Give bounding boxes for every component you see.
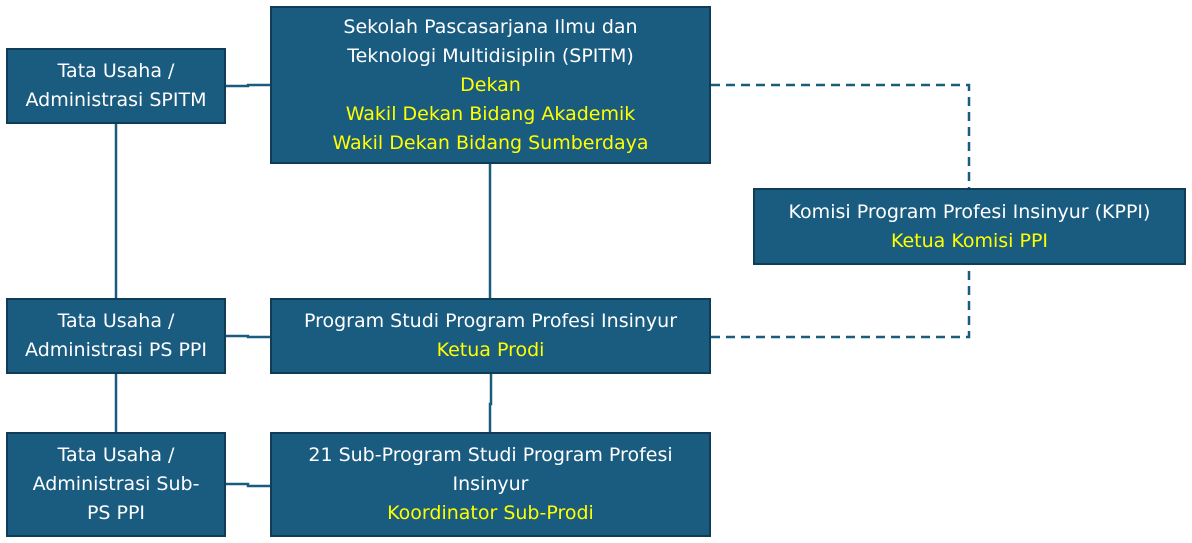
node-tu-spitm-title-1: Tata Usaha /	[57, 60, 175, 82]
node-ps-title-1: Program Studi Program Profesi Insinyur	[303, 310, 678, 332]
edge-tu-ps-to-ps	[226, 334, 270, 339]
node-ps-role-ketua-prodi: Ketua Prodi	[436, 339, 545, 361]
node-tu-spitm: Tata Usaha / Administrasi SPITM	[6, 48, 226, 124]
edge-spitm-to-kppi-dashed	[711, 83, 971, 188]
node-spitm-role-dekan: Dekan	[460, 73, 521, 96]
node-tu-sub-title-2: Administrasi Sub-	[32, 473, 200, 495]
node-spitm-role-wakil-sumberdaya: Wakil Dekan Bidang Sumberdaya	[332, 131, 649, 154]
edge-tu-spitm-to-spitm	[226, 83, 270, 88]
node-spitm-role-wakil-akademik: Wakil Dekan Bidang Akademik	[345, 102, 636, 125]
node-sub-title-2: Insinyur	[452, 473, 529, 495]
node-spitm-title-2: Teknologi Multidisiplin (SPITM)	[347, 44, 634, 67]
node-kppi-title-1: Komisi Program Profesi Insinyur (KPPI)	[788, 200, 1151, 223]
node-tu-sub-title-3: PS PPI	[86, 502, 146, 524]
node-sub-title-1: 21 Sub-Program Studi Program Profesi	[308, 444, 673, 466]
node-ps: Program Studi Program Profesi Insinyur K…	[270, 298, 711, 374]
node-tu-ps: Tata Usaha / Administrasi PS PPI	[6, 298, 226, 374]
node-kppi-role-ketua: Ketua Komisi PPI	[890, 229, 1049, 252]
node-spitm-title-1: Sekolah Pascasarjana Ilmu dan	[343, 15, 638, 38]
edge-tu-sub-to-sub	[226, 482, 270, 488]
node-tu-sub: Tata Usaha / Administrasi Sub- PS PPI	[6, 432, 226, 537]
node-tu-spitm-title-2: Administrasi SPITM	[25, 89, 207, 111]
node-tu-ps-title-2: Administrasi PS PPI	[25, 339, 207, 361]
node-sub-role-koordinator: Koordinator Sub-Prodi	[387, 502, 594, 524]
node-sub: 21 Sub-Program Studi Program Profesi Ins…	[270, 432, 711, 537]
edge-ps-to-kppi-dashed	[711, 265, 971, 339]
edge-ps-to-sub	[488, 374, 493, 432]
node-kppi: Komisi Program Profesi Insinyur (KPPI) K…	[753, 188, 1186, 265]
node-spitm: Sekolah Pascasarjana Ilmu dan Teknologi …	[270, 6, 711, 164]
node-tu-sub-title-1: Tata Usaha /	[57, 444, 175, 466]
node-tu-ps-title-1: Tata Usaha /	[57, 310, 175, 332]
